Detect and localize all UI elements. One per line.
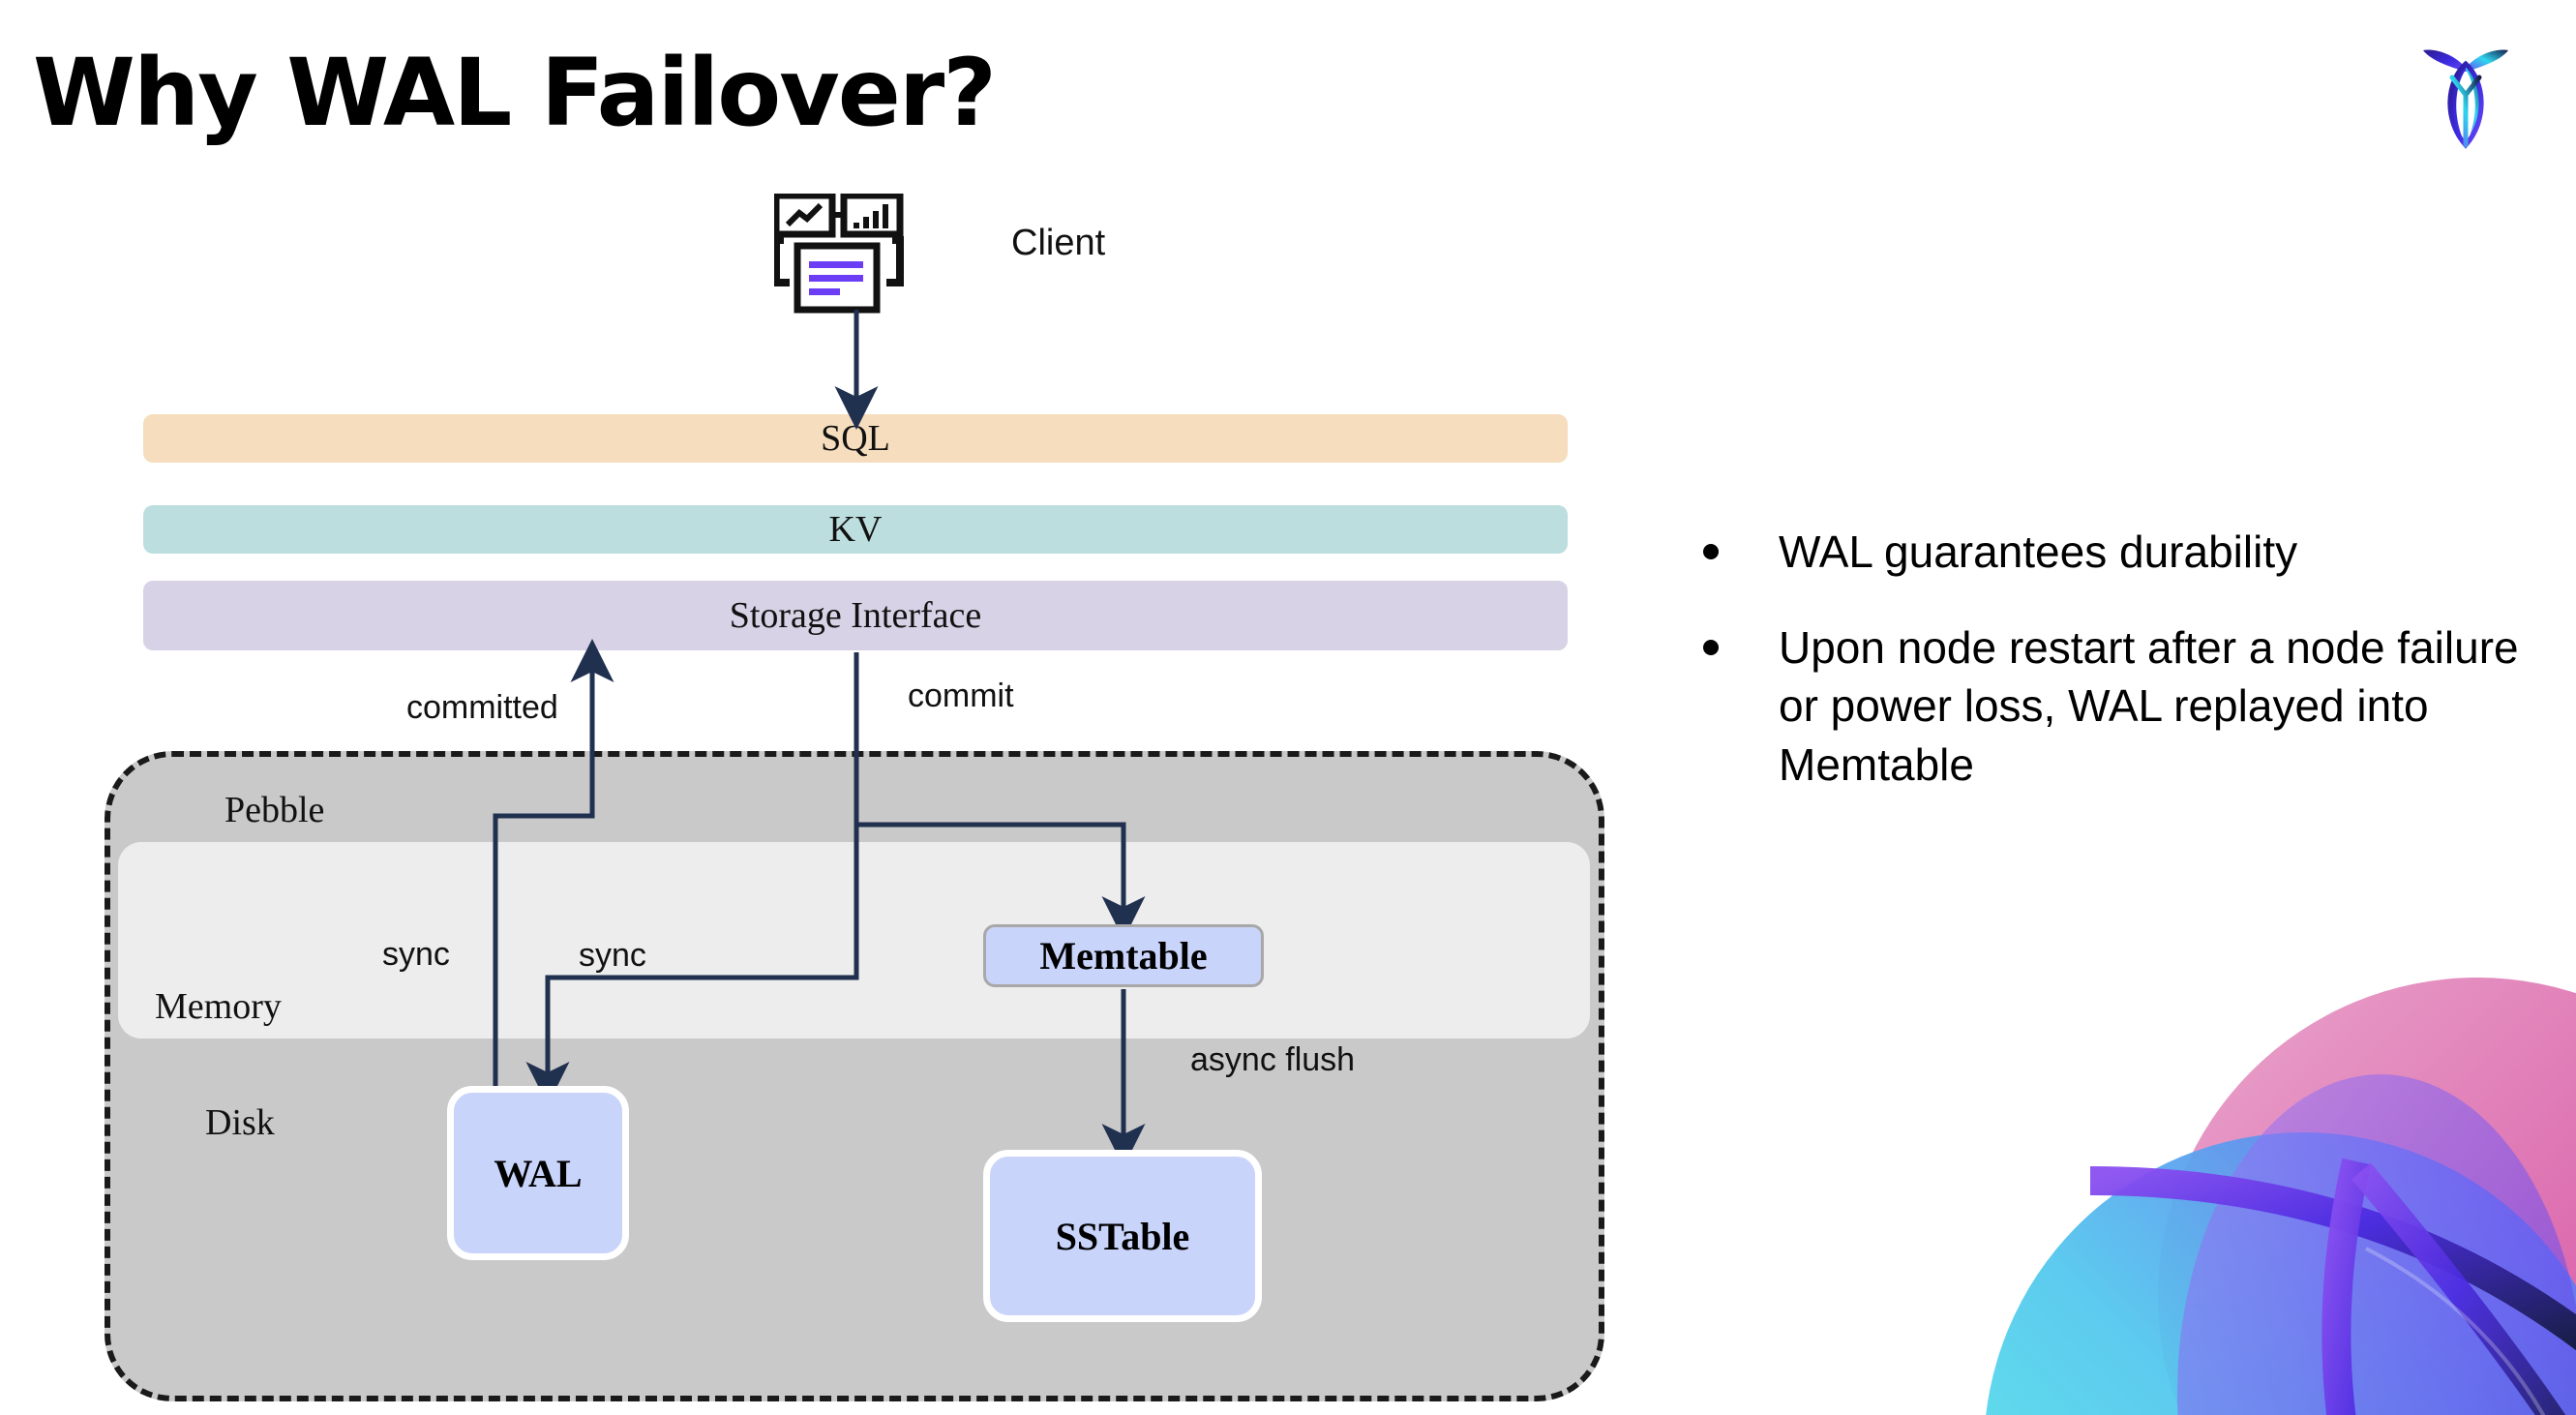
bullet-list: WAL guarantees durability Upon node rest… [1703,523,2535,831]
disk-label: Disk [205,1102,275,1143]
memory-label: Memory [155,986,282,1027]
pebble-label: Pebble [225,790,325,830]
client-devices-icon [774,194,904,314]
node-label-wal: WAL [494,1151,583,1195]
node-sstable: SSTable [983,1150,1262,1322]
bullet-text: WAL guarantees durability [1779,527,2298,577]
edge-label-sync-left: sync [382,936,450,973]
layer-label-storage-interface: Storage Interface [729,595,982,636]
edge-label-sync-right: sync [579,937,646,974]
node-label-memtable: Memtable [1039,934,1208,978]
node-label-sstable: SSTable [1055,1214,1190,1258]
bullet-dot-icon [1703,544,1719,559]
bullet-dot-icon [1703,639,1719,655]
node-wal: WAL [447,1086,629,1260]
layer-bar-storage-interface: Storage Interface [143,581,1568,650]
layer-label-kv: KV [828,509,883,550]
edge-label-commit: commit [908,677,1014,714]
client-label: Client [1011,223,1106,263]
memory-region [118,842,1590,1039]
layer-bar-kv: KV [143,505,1568,554]
node-memtable: Memtable [983,924,1264,987]
page-title: Why WAL Failover? [33,39,997,147]
cockroachdb-logo-icon [2423,49,2508,149]
layer-label-sql: SQL [821,418,890,459]
edge-label-committed: committed [406,689,558,726]
edge-label-async-flush: async flush [1190,1041,1356,1078]
layer-bar-sql: SQL [143,414,1568,463]
list-item: Upon node restart after a node failure o… [1703,618,2535,795]
list-item: WAL guarantees durability [1703,523,2535,582]
bullet-text: Upon node restart after a node failure o… [1779,621,2519,791]
decorative-corner-graphic [1986,978,2576,1415]
